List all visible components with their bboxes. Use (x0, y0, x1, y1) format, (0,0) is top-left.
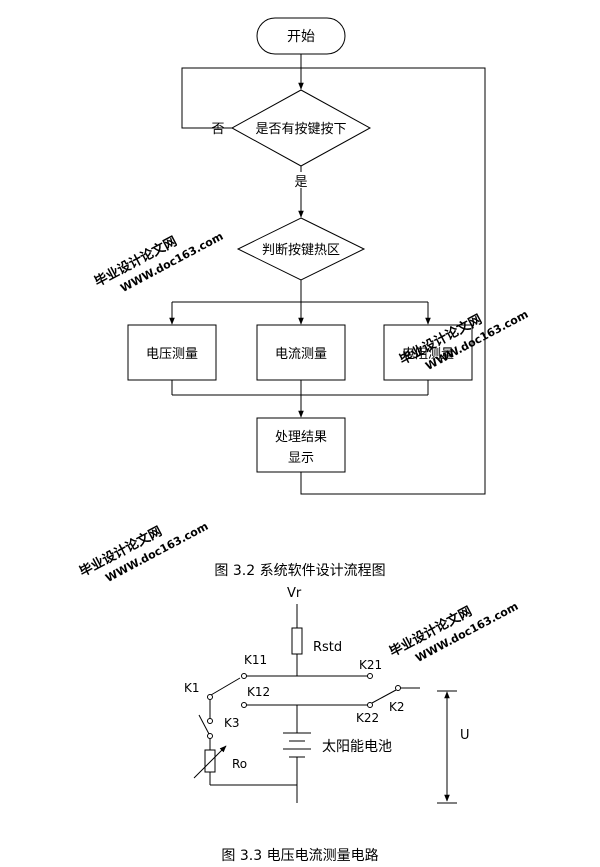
k2-blade (371, 689, 397, 704)
caption-figure-3-3: 图 3.3 电压电流测量电路 (221, 848, 378, 864)
k22-contact (367, 702, 373, 708)
k22-label: K22 (356, 711, 379, 725)
yes-label: 是 (294, 175, 307, 190)
k12-contact (241, 702, 247, 708)
k1-label: K1 (184, 681, 200, 695)
decision-hot-label: 判断按键热区 (262, 243, 340, 258)
process-node (256, 417, 346, 473)
voltage-label: 电压测量 (146, 347, 198, 362)
k1-blade (210, 677, 241, 696)
current-label: 电流测量 (275, 347, 327, 362)
k2-contact-a (395, 685, 401, 691)
resistance-node (383, 324, 473, 381)
process-label-line1: 处理结果 (275, 430, 327, 445)
k3-pivot (207, 733, 213, 739)
watermark-1: 毕业设计论文网 WWW.doc163.com (92, 230, 226, 295)
k21-label: K21 (359, 658, 382, 672)
k2-label: K2 (389, 700, 405, 714)
flowchart: 开始 是否有按键按下 否 是 判断按键热区 电压测量 电流测量 电阻测量 (127, 17, 486, 495)
k1-pivot (207, 694, 213, 700)
watermark-3: 毕业设计论文网 WWW.doc163.com (77, 520, 211, 585)
watermark-4: 毕业设计论文网 WWW.doc163.com (387, 600, 521, 665)
no-label: 否 (211, 122, 224, 137)
k11-contact (241, 673, 247, 679)
rstd-resistor (291, 627, 303, 655)
resistance-label: 电阻测量 (402, 347, 454, 362)
ro-label: Ro (232, 757, 247, 771)
start-label: 开始 (287, 29, 315, 45)
rstd-label: Rstd (313, 640, 342, 655)
decision-key-label: 是否有按键按下 (255, 122, 346, 137)
k3-blade (198, 714, 210, 735)
k21-contact (367, 673, 373, 679)
ro-resistor (204, 749, 216, 773)
battery-label: 太阳能电池 (322, 739, 392, 755)
k3-label: K3 (224, 716, 240, 730)
process-label-line2: 显示 (288, 451, 314, 466)
u-label: U (460, 728, 470, 743)
circuit: Vr Rstd K11 K21 K12 K22 K1 K2 K3 (184, 586, 470, 804)
caption-figure-3-2: 图 3.2 系统软件设计流程图 (214, 563, 385, 579)
k3-contact (207, 718, 213, 724)
vr-label: Vr (287, 586, 302, 601)
ro-arrow (193, 745, 227, 779)
k12-label: K12 (247, 685, 270, 699)
k11-label: K11 (244, 653, 267, 667)
